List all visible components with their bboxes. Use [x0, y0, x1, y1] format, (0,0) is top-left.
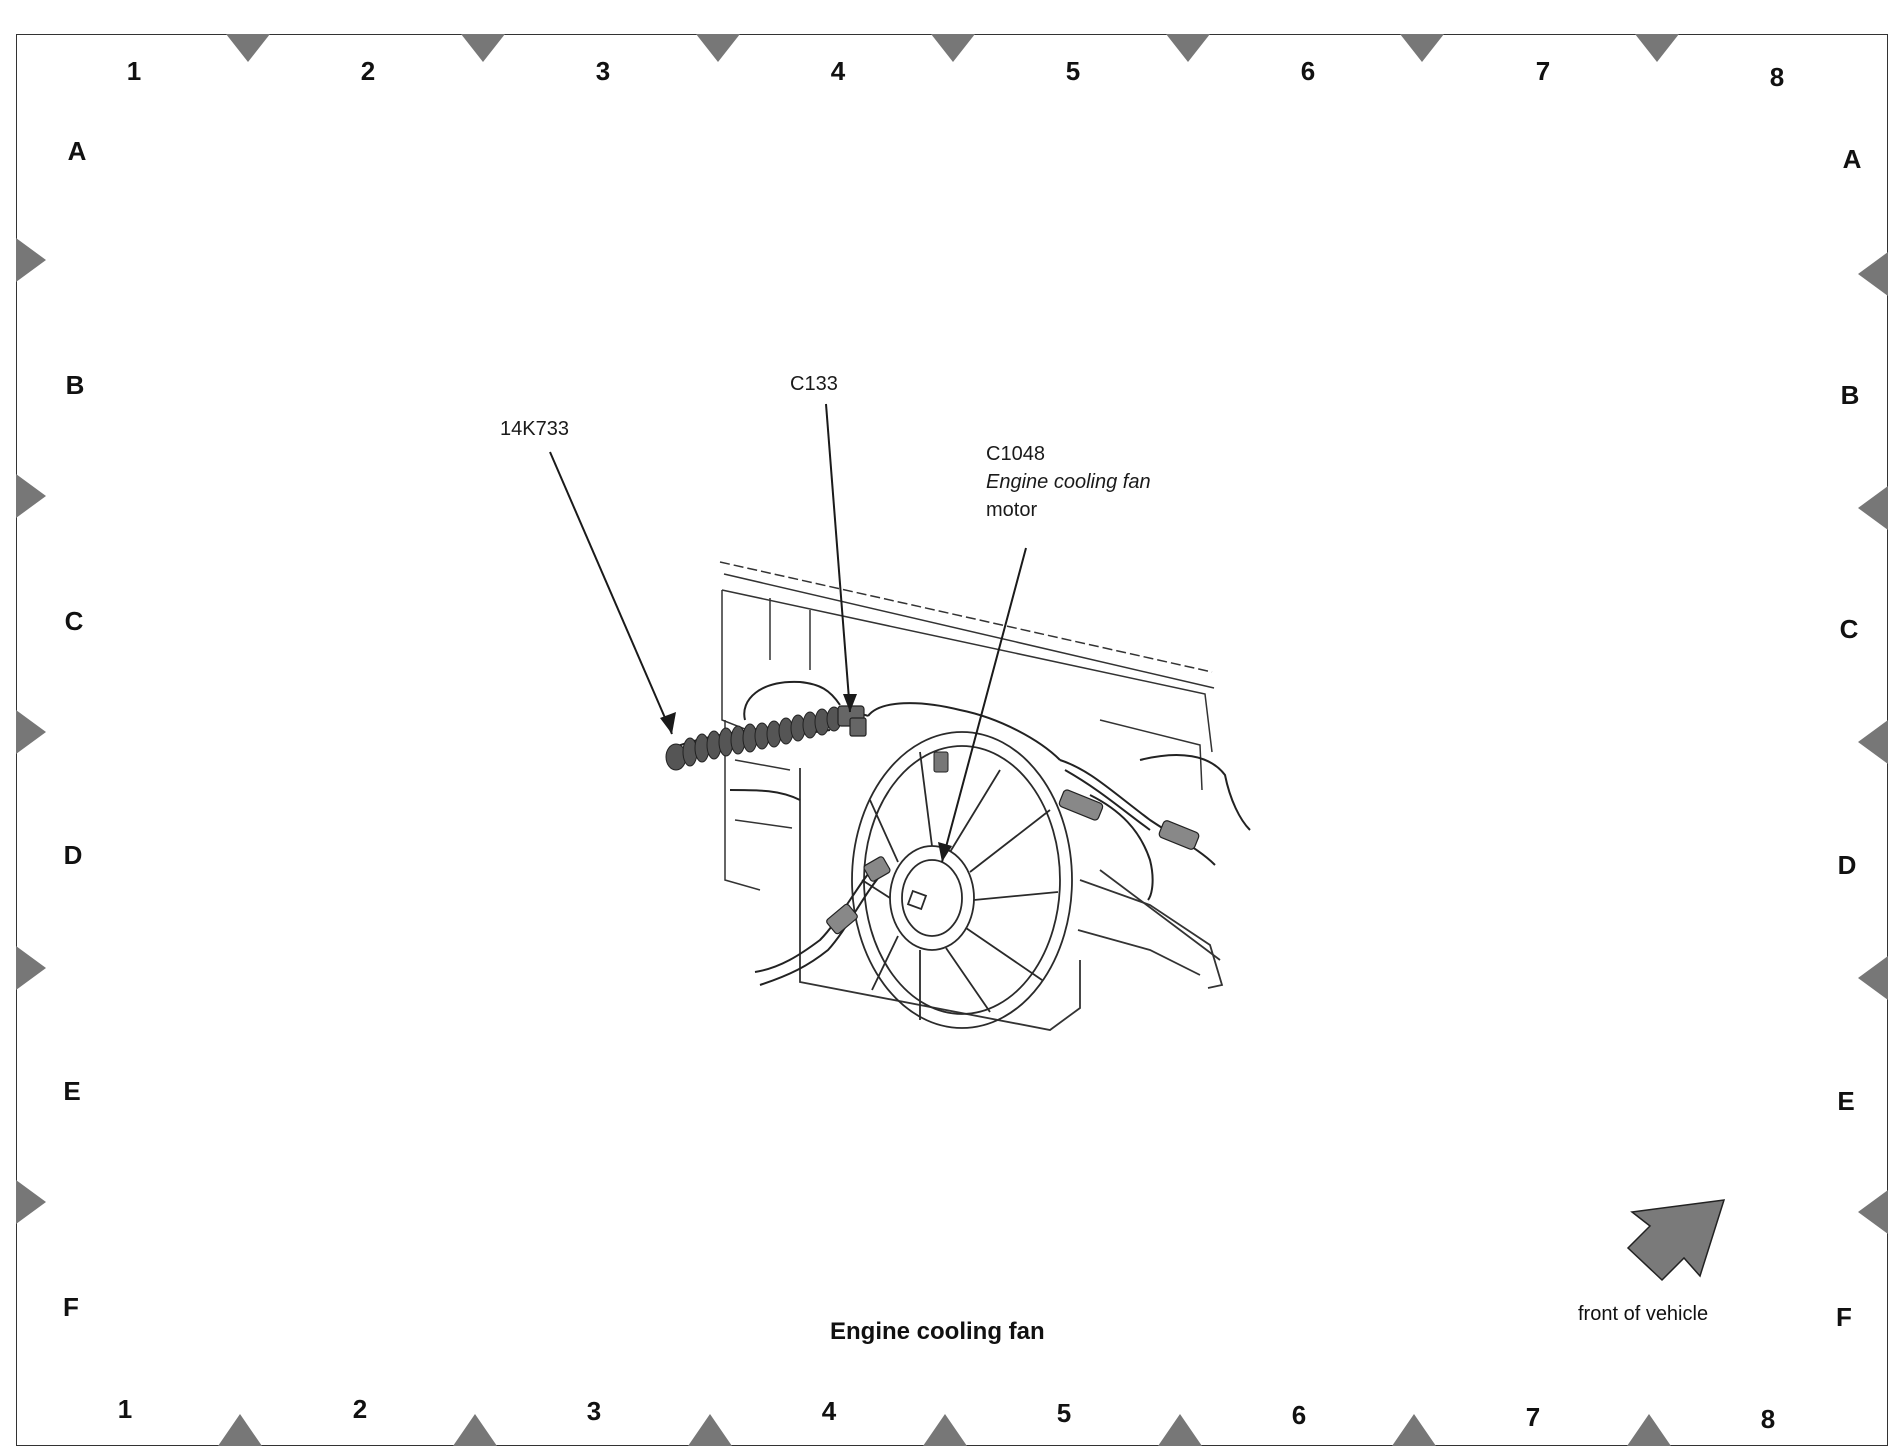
left-grid-markers — [16, 238, 46, 1224]
bottom-marker-7 — [1627, 1414, 1671, 1446]
grid-row-left-c: C — [64, 606, 84, 636]
left-marker-5 — [16, 1180, 46, 1224]
leader-arrowheads — [660, 694, 952, 862]
connector-c1048-icon — [933, 751, 949, 773]
grid-row-right-f: F — [1836, 1302, 1852, 1332]
grid-col-top-6: 6 — [1300, 56, 1316, 86]
grid-col-bottom-3: 3 — [586, 1396, 602, 1426]
inline-connector-icons — [826, 789, 1200, 935]
top-marker-5 — [1166, 34, 1210, 62]
grid-col-top-3: 3 — [595, 56, 611, 86]
grid-row-left-e: E — [63, 1076, 81, 1106]
bottom-marker-6 — [1392, 1414, 1436, 1446]
grid-row-right-d: D — [1837, 850, 1857, 880]
grid-col-top-1: 1 — [126, 56, 142, 86]
grid-col-top-5: 5 — [1065, 56, 1081, 86]
bottom-marker-3 — [688, 1414, 732, 1446]
top-marker-4 — [931, 34, 975, 62]
right-marker-1 — [1858, 252, 1888, 296]
grid-col-bottom-7: 7 — [1525, 1402, 1541, 1432]
right-grid-markers — [1858, 252, 1888, 1234]
bottom-marker-4 — [923, 1414, 967, 1446]
grid-col-top-7: 7 — [1535, 56, 1551, 86]
grid-col-bottom-6: 6 — [1291, 1400, 1307, 1430]
left-marker-2 — [16, 474, 46, 518]
top-marker-2 — [461, 34, 505, 62]
radiator-support-structure — [719, 561, 1215, 891]
grid-row-right-e: E — [1837, 1086, 1855, 1116]
top-marker-6 — [1400, 34, 1444, 62]
right-marker-2 — [1858, 486, 1888, 530]
callout-c1048-code: C1048 — [986, 443, 1045, 465]
grid-col-top-4: 4 — [830, 56, 846, 86]
grid-col-bottom-8: 8 — [1760, 1404, 1776, 1434]
fan-shroud — [799, 768, 1224, 1031]
bottom-marker-2 — [453, 1414, 497, 1446]
right-marker-3 — [1858, 720, 1888, 764]
grid-row-right-b: B — [1840, 380, 1860, 410]
grid-row-left-f: F — [63, 1292, 79, 1322]
callout-14k733: 14K733 — [500, 415, 569, 443]
grid-row-right-a: A — [1842, 144, 1862, 174]
left-marker-1 — [16, 238, 46, 282]
top-marker-3 — [696, 34, 740, 62]
right-marker-5 — [1858, 1190, 1888, 1234]
top-marker-7 — [1635, 34, 1679, 62]
top-marker-1 — [226, 34, 270, 62]
front-of-vehicle-label: front of vehicle — [1578, 1303, 1709, 1325]
grid-col-bottom-1: 1 — [117, 1394, 133, 1424]
grid-col-top-8: 8 — [1769, 62, 1785, 92]
callout-c1048: C1048 Engine cooling fan motor — [986, 440, 1151, 524]
grid-row-left-a: A — [67, 136, 87, 166]
bottom-marker-5 — [1158, 1414, 1202, 1446]
leader-lines — [549, 403, 1027, 863]
callout-c1048-desc-line2: motor — [986, 499, 1038, 521]
grid-row-right-c: C — [1839, 614, 1859, 644]
connector-c133-icon — [837, 705, 867, 737]
top-grid-markers — [226, 34, 1679, 62]
corrugated-conduit-icon — [665, 706, 842, 771]
bottom-grid-markers — [218, 1414, 1671, 1446]
callout-c133: C133 — [790, 370, 838, 398]
diagram-caption: Engine cooling fan — [830, 1318, 1045, 1345]
right-marker-4 — [1858, 956, 1888, 1000]
cooling-fan-icon — [851, 731, 1073, 1029]
bottom-marker-1 — [218, 1414, 262, 1446]
left-marker-4 — [16, 946, 46, 990]
callout-14k733-code: 14K733 — [500, 418, 569, 440]
grid-col-bottom-5: 5 — [1056, 1398, 1072, 1428]
grid-col-top-2: 2 — [360, 56, 376, 86]
callout-c1048-desc-line1: Engine cooling fan — [986, 471, 1151, 493]
grid-col-bottom-2: 2 — [352, 1394, 368, 1424]
grid-row-left-b: B — [65, 370, 85, 400]
grid-col-bottom-4: 4 — [821, 1396, 837, 1426]
callout-c133-code: C133 — [790, 373, 838, 395]
grid-row-left-d: D — [63, 840, 83, 870]
left-marker-3 — [16, 710, 46, 754]
front-of-vehicle-arrow-icon — [1626, 1199, 1726, 1282]
